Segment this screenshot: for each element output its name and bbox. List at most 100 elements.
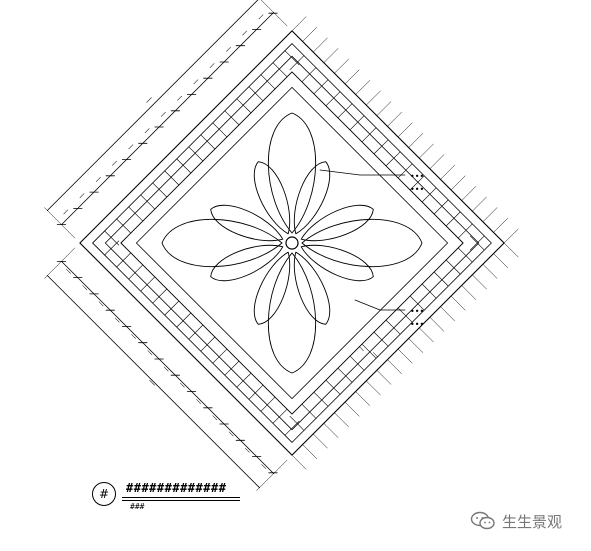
leader-line xyxy=(354,299,381,311)
paver-joint xyxy=(104,240,120,256)
upper-segment-dimension: — xyxy=(60,207,71,218)
lower-segment-dimension: — xyxy=(80,282,91,293)
border-line xyxy=(120,71,464,415)
paver-joint xyxy=(188,324,204,340)
paver-joint xyxy=(140,194,156,210)
extension-line xyxy=(450,295,466,311)
extension-line xyxy=(44,247,76,279)
inner-petal xyxy=(210,244,284,282)
extension-line xyxy=(482,263,498,279)
paver-joint xyxy=(104,230,120,246)
paver-joint xyxy=(200,134,216,150)
extension-line xyxy=(461,285,477,300)
lower-segment-dimension: — xyxy=(226,429,237,440)
paver-joint xyxy=(92,228,107,244)
paver-joint xyxy=(188,146,204,162)
paver-joint xyxy=(373,331,389,347)
lower-segment-dimension: — xyxy=(96,298,107,309)
inner-petal xyxy=(210,204,284,242)
paver-joint xyxy=(337,367,353,383)
lower-segment-dimension: — xyxy=(63,266,74,277)
paver-joint xyxy=(373,139,389,155)
dimension-line xyxy=(61,260,275,474)
extension-line xyxy=(376,370,392,385)
lower-segment-dimension: — xyxy=(161,364,172,375)
upper-segment-dimension: — xyxy=(109,158,120,169)
paver-joint xyxy=(433,271,449,287)
extension-line xyxy=(302,444,317,459)
paver-joint xyxy=(325,91,341,107)
extension-line xyxy=(397,348,413,364)
extension-line xyxy=(260,0,288,27)
paver-joint xyxy=(421,187,437,203)
upper-segment-dimension: — xyxy=(93,174,104,185)
paver-joint xyxy=(212,348,228,364)
extension-line xyxy=(503,242,519,258)
extension-line xyxy=(397,122,413,138)
paver-joint xyxy=(409,175,425,191)
upper-segment-dimension: — xyxy=(125,141,136,152)
lower-overall-dimension: — xyxy=(146,377,158,389)
right-small-dimension: — xyxy=(356,343,367,354)
inner-petal xyxy=(293,251,331,325)
paver-joint xyxy=(325,379,341,395)
extension-line xyxy=(291,16,307,32)
extension-line xyxy=(419,143,434,159)
extension-line xyxy=(450,175,466,191)
extension-line xyxy=(493,218,508,233)
lower-segment-dimension: — xyxy=(258,461,269,472)
dimension-line xyxy=(46,275,260,489)
paver-joint xyxy=(152,288,168,304)
lower-segment-dimension: — xyxy=(210,412,221,423)
paver-joint xyxy=(260,396,276,412)
flower-center xyxy=(285,236,299,250)
extension-line xyxy=(376,101,392,116)
extension-line xyxy=(312,37,328,53)
watermark-text: 生生景观 xyxy=(502,512,563,531)
lower-segment-dimension: — xyxy=(193,396,204,407)
paver-joint xyxy=(284,50,300,66)
extension-line xyxy=(419,327,434,343)
drawing-title: ############# xyxy=(126,481,227,495)
lower-segment-dimension: — xyxy=(145,347,156,358)
extension-line xyxy=(429,316,445,332)
paver-joint xyxy=(457,247,473,263)
drawing-scale: ### xyxy=(130,502,145,511)
paver-joint xyxy=(313,79,329,95)
right-small-dimension: — xyxy=(370,349,381,360)
paver-joint xyxy=(469,235,485,251)
upper-segment-dimension: — xyxy=(158,109,169,120)
paver-joint xyxy=(272,62,288,78)
extension-line xyxy=(302,27,317,42)
inner-petal xyxy=(300,244,374,282)
leader-note-2-line2: ••• xyxy=(410,320,425,329)
paver-joint xyxy=(349,115,365,131)
extension-line xyxy=(334,412,349,428)
paver-joint xyxy=(445,211,461,227)
paver-joint xyxy=(260,74,276,90)
extension-line xyxy=(334,58,349,74)
title-underline-thick xyxy=(122,497,240,498)
leader-note-2: ••• ••• xyxy=(410,305,424,331)
paver-joint xyxy=(397,307,413,323)
paver-joint xyxy=(236,372,252,388)
paver-joint xyxy=(164,300,180,316)
paver-joint xyxy=(140,276,156,292)
extension-line xyxy=(408,338,424,353)
outer-petal xyxy=(301,218,423,268)
paver-joint xyxy=(248,86,264,102)
paver-joint xyxy=(248,384,264,400)
dimension-line xyxy=(61,12,275,226)
upper-segment-dimension: — xyxy=(77,190,88,201)
extension-line xyxy=(312,433,328,449)
paver-joint xyxy=(421,283,437,299)
outer-petal xyxy=(161,218,283,268)
extension-line xyxy=(408,133,424,148)
title-underline-thin xyxy=(122,500,240,501)
extension-line xyxy=(365,90,381,106)
leader-note-1: ••• ••• xyxy=(410,170,424,196)
extension-line xyxy=(472,196,487,212)
paver-joint xyxy=(301,403,317,419)
extension-line xyxy=(323,423,339,438)
